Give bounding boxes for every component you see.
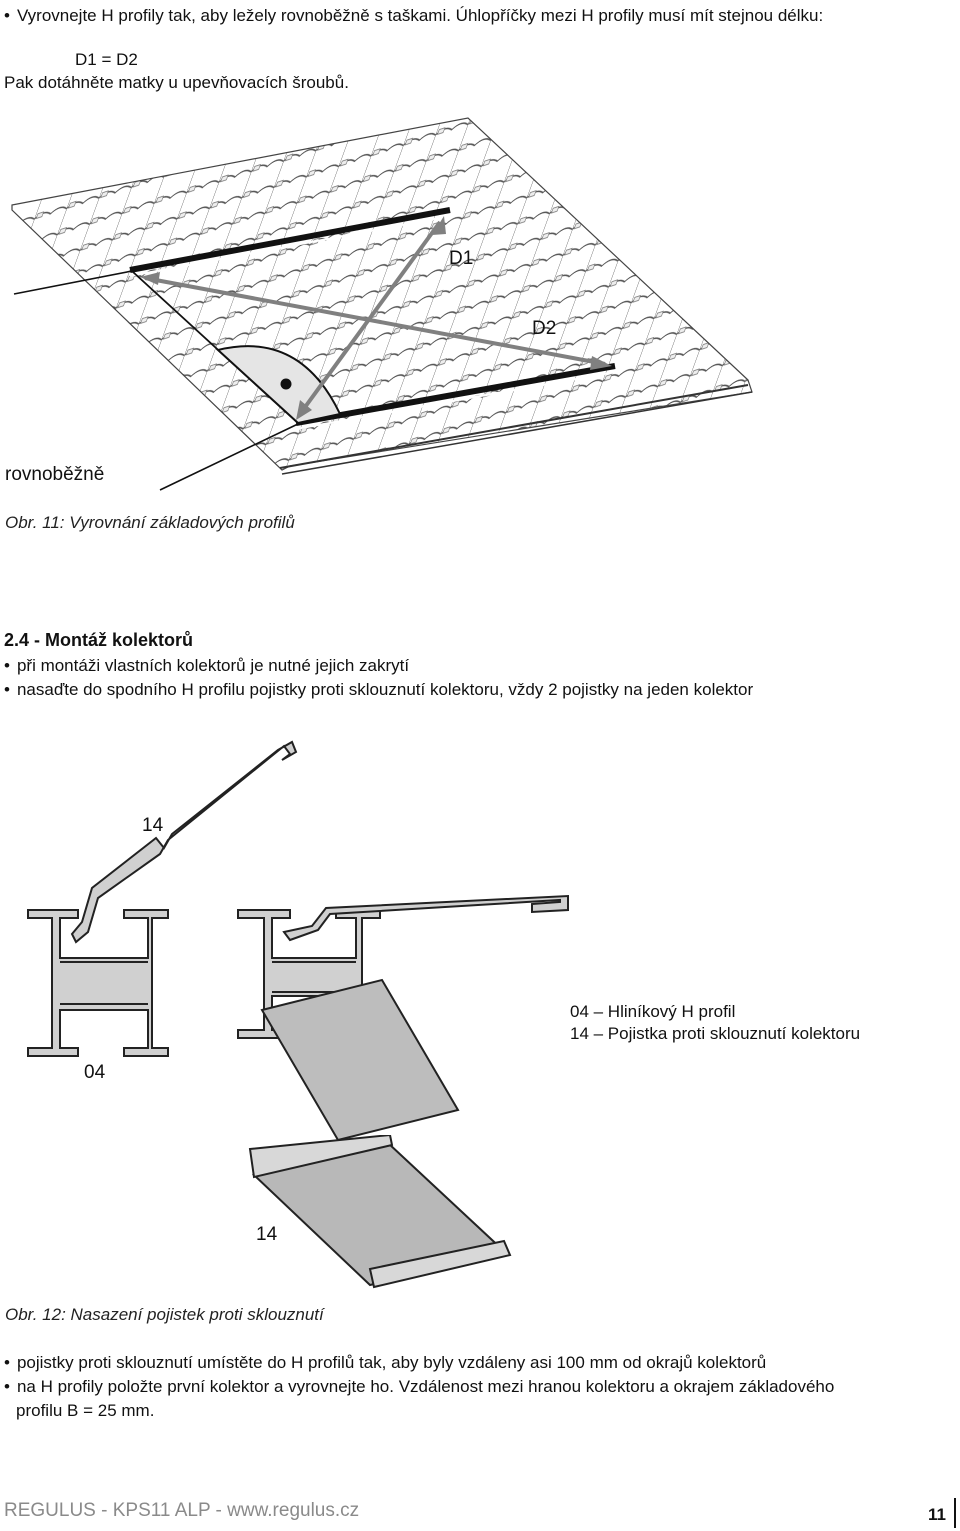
page-number: 11 (928, 1505, 946, 1524)
section-heading: 2.4 - Montáž kolektorů (4, 630, 194, 650)
instruction-bullet-2: na H profily položte první kolektor a vy… (4, 1376, 834, 1398)
parallel-line-top (13, 270, 133, 295)
label-d1: D1 (449, 248, 473, 269)
label-parallel: rovnoběžně (5, 464, 104, 485)
label-14-top: 14 (142, 815, 164, 836)
diagonal-d1 (298, 220, 442, 416)
intro-line: Vyrovnejte H profily tak, aby ležely rov… (16, 6, 824, 25)
intro-text: Vyrovnejte H profily tak, aby ležely rov… (4, 5, 823, 27)
instruction-text: pojistky proti sklouznutí umístěte do H … (16, 1353, 767, 1372)
h-profile-figure: 14 04 (27, 740, 569, 1142)
diagonal-d2 (144, 276, 606, 366)
figure2-caption: Obr. 12: Nasazení pojistek proti sklouzn… (5, 1305, 324, 1324)
arrowhead-d2-right (590, 356, 612, 370)
arrowhead-d2-left (140, 272, 160, 285)
roof-alignment-figure: D1 D2 rovnoběžně (5, 117, 753, 491)
safety-clip-flat (282, 894, 569, 942)
h-profile-lower (295, 363, 616, 426)
safety-clip-3d-figure: 14 (248, 1135, 512, 1289)
clip-rail-bottom (368, 1239, 512, 1289)
label-d2: D2 (532, 318, 556, 339)
h-profile-upper-rim (129, 215, 451, 277)
section-bullet-2: nasaďte do spodního H profilu pojistky p… (4, 679, 753, 701)
right-angle-dot (280, 378, 292, 390)
footer-brand: REGULUS - KPS11 ALP - www.regulus.cz (4, 1500, 360, 1521)
instruction-text: Pak dotáhněte matky u upevňovacích šroub… (4, 73, 349, 92)
h-profile-upper (129, 207, 451, 273)
figure1-caption: Obr. 11: Vyrovnání základových profilů (5, 513, 295, 532)
instruction-text: na H profily položte první kolektor a vy… (16, 1377, 835, 1396)
arrowhead-d1-top (432, 216, 446, 235)
clip-rail-top (248, 1135, 394, 1179)
instruction-bullet-1: pojistky proti sklouznutí umístěte do H … (4, 1352, 766, 1374)
footer-divider (954, 1498, 956, 1528)
roof-edge-lower (281, 391, 753, 475)
instruction-continuation: profilu B = 25 mm. (16, 1401, 155, 1420)
label-04: 04 (84, 1062, 106, 1083)
section-bullet-text: při montáži vlastních kolektorů je nutné… (16, 656, 410, 675)
legend-item-14: 14 – Pojistka proti sklouznutí kolektoru (570, 1024, 861, 1043)
h-profile-lower-rim (295, 371, 616, 430)
safety-clip-3d (260, 978, 460, 1142)
equation-text: D1 = D2 (75, 50, 138, 69)
safety-clip-angled (70, 740, 298, 944)
roof-edge (279, 384, 749, 469)
legend-item-04: 04 – Hliníkový H profil (570, 1002, 736, 1021)
section-bullet-text: nasaďte do spodního H profilu pojistky p… (16, 680, 754, 699)
roof-tiles (11, 117, 753, 471)
label-14-bottom: 14 (256, 1224, 278, 1245)
section-bullet-1: při montáži vlastních kolektorů je nutné… (4, 655, 409, 677)
parallel-line-bottom (159, 422, 301, 491)
arrowhead-d1-bottom (296, 400, 312, 420)
h-profile-left (27, 909, 169, 1057)
